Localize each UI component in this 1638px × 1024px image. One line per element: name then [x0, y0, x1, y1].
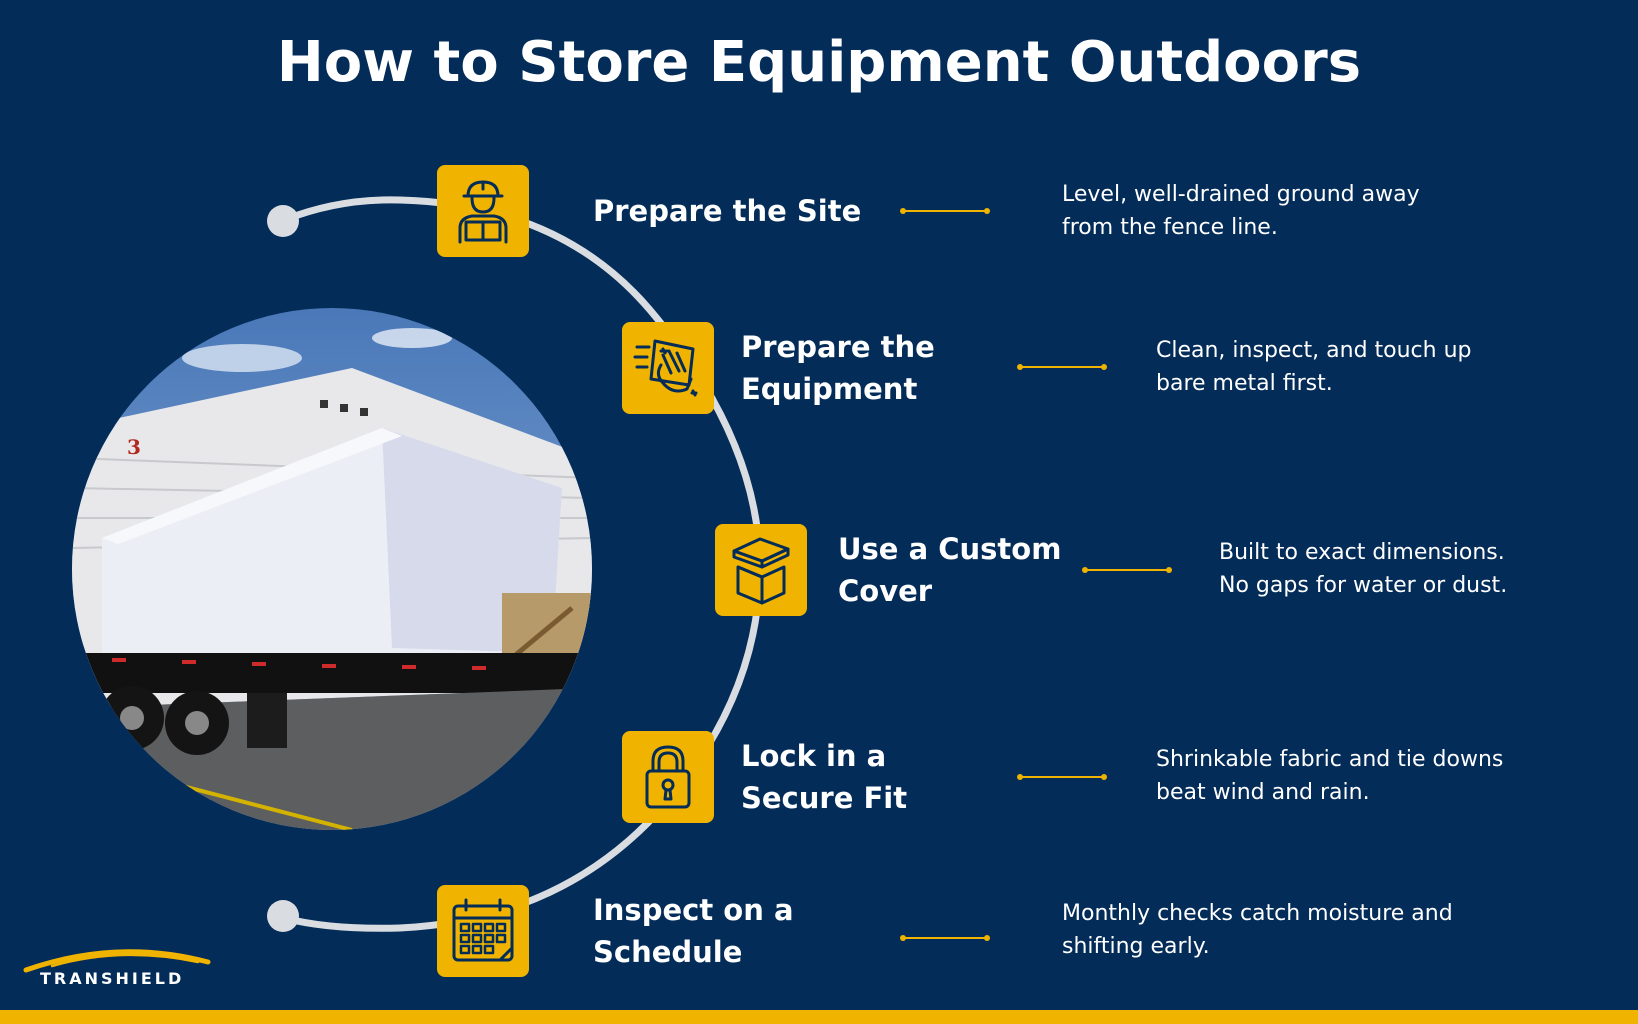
step-5-desc-line-2: shifting early. — [1062, 934, 1210, 959]
transhield-logo-text: TRANSHIELD — [40, 969, 185, 988]
step-1-desc-line-1: Level, well-drained ground away — [1062, 182, 1420, 207]
step-3-connector — [1082, 567, 1172, 573]
padlock-icon — [645, 745, 691, 809]
page-title: How to Store Equipment Outdoors — [276, 30, 1362, 95]
step-5-connector — [900, 935, 990, 941]
step-4-title-line-2: Secure Fit — [741, 781, 908, 815]
step-2-connector — [1017, 364, 1107, 370]
step-1-description: Level, well-drained ground away from the… — [1062, 178, 1420, 244]
step-3-description: Built to exact dimensions. No gaps for w… — [1219, 536, 1507, 602]
step-4-desc-line-2: beat wind and rain. — [1156, 780, 1370, 805]
step-3-title-line-2: Cover — [838, 574, 933, 608]
step-2-title-line-1: Prepare the — [741, 330, 935, 364]
box-cover-icon — [732, 537, 790, 605]
step-4-title-line-1: Lock in a — [741, 739, 887, 773]
step-1-desc-line-2: from the fence line. — [1062, 215, 1278, 240]
step-1-icon-box — [437, 165, 529, 257]
step-4-connector — [1017, 774, 1107, 780]
step-2-description: Clean, inspect, and touch up bare metal … — [1156, 334, 1472, 400]
step-3-desc-line-1: Built to exact dimensions. — [1219, 540, 1505, 565]
step-2-desc-line-1: Clean, inspect, and touch up — [1156, 338, 1472, 363]
step-1-title-line-1: Prepare the Site — [593, 194, 862, 228]
step-2-title: Prepare the Equipment — [741, 326, 935, 410]
step-4-desc-line-1: Shrinkable fabric and tie downs — [1156, 747, 1504, 772]
step-3-title: Use a Custom Cover — [838, 528, 1061, 612]
step-2-desc-line-2: bare metal first. — [1156, 371, 1333, 396]
step-2-icon-box — [622, 322, 714, 414]
transhield-logo-swoosh — [23, 949, 211, 973]
step-5-title-line-1: Inspect on a — [593, 893, 794, 927]
worker-icon — [458, 180, 508, 244]
step-4-title: Lock in a Secure Fit — [741, 735, 907, 819]
bottom-accent-bar — [0, 1010, 1638, 1024]
step-5-desc-line-1: Monthly checks catch moisture and — [1062, 901, 1453, 926]
step-1-title: Prepare the Site — [593, 190, 861, 232]
step-4-description: Shrinkable fabric and tie downs beat win… — [1156, 743, 1503, 809]
step-3-desc-line-2: No gaps for water or dust. — [1219, 573, 1508, 598]
arc-end-dot — [267, 900, 299, 932]
step-5-icon-box — [437, 885, 529, 977]
step-1-connector — [900, 208, 990, 214]
building-number: 3 — [127, 435, 141, 459]
calendar-icon — [452, 898, 514, 962]
cleaning-hand-icon — [633, 339, 698, 397]
step-5-description: Monthly checks catch moisture and shifti… — [1062, 897, 1453, 963]
step-2-title-line-2: Equipment — [741, 372, 918, 406]
step-5-title: Inspect on a Schedule — [593, 889, 794, 973]
arc-start-dot — [267, 205, 299, 237]
step-5-title-line-2: Schedule — [593, 935, 743, 969]
equipment-photo: 3 — [72, 308, 592, 830]
step-3-title-line-1: Use a Custom — [838, 532, 1062, 566]
step-4-icon-box — [622, 731, 714, 823]
step-3-icon-box — [715, 524, 807, 616]
